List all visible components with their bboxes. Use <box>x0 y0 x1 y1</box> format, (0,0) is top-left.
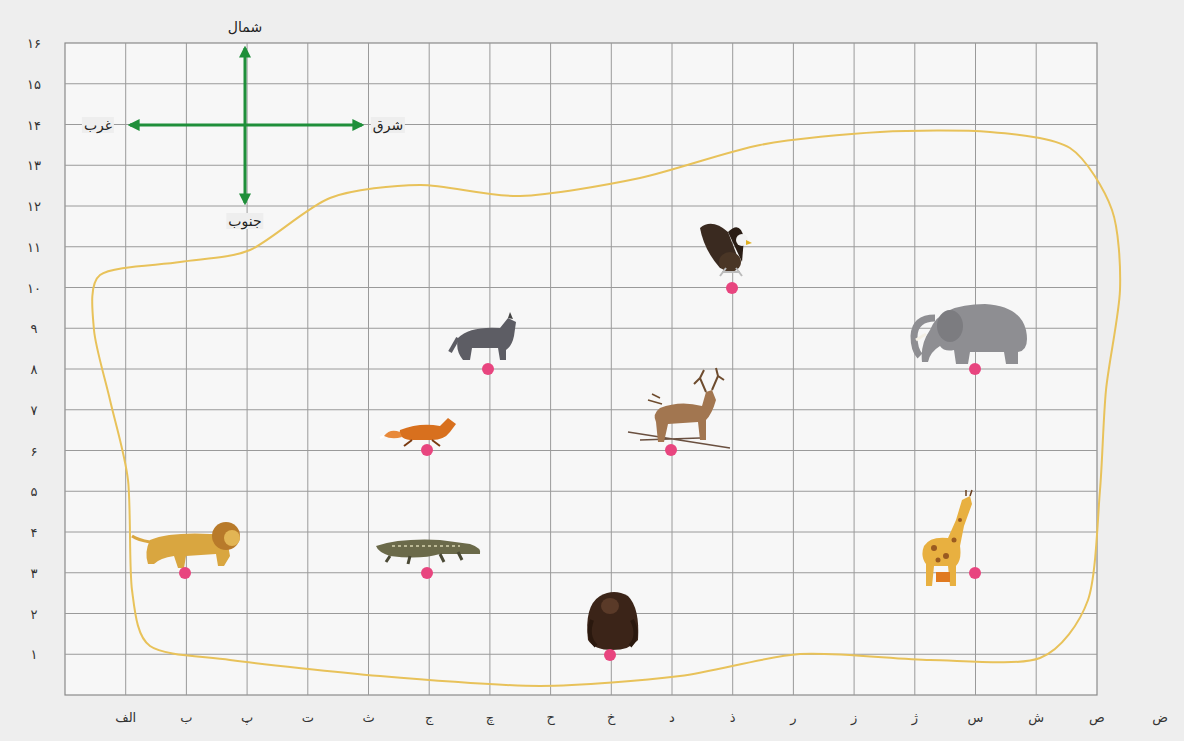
grid-frame <box>65 43 1097 695</box>
column-letter: ر <box>790 711 796 724</box>
grid-line <box>65 613 1097 614</box>
column-letter: پ <box>241 711 253 724</box>
row-number: ۱۲ <box>27 200 41 213</box>
grid-line <box>65 165 1097 166</box>
location-dots <box>179 282 981 661</box>
column-letter: س <box>968 711 984 724</box>
grid-line <box>65 491 1097 492</box>
crocodile-figure <box>376 540 480 564</box>
row-number: ۱ <box>31 648 38 661</box>
giraffe-figure <box>922 490 972 586</box>
row-number: ۱۴ <box>27 118 41 131</box>
gorilla-figure <box>587 592 638 650</box>
row-number: ۱۳ <box>27 159 41 172</box>
column-letter: د <box>669 711 675 724</box>
grid-line <box>65 369 1097 370</box>
grid-line <box>65 83 1097 84</box>
compass-rose <box>130 48 362 203</box>
row-number: ۷ <box>31 403 38 416</box>
row-number: ۲ <box>31 607 38 620</box>
row-number: ۹ <box>31 322 38 335</box>
column-letter: ص <box>1089 711 1105 724</box>
row-number: ۸ <box>31 363 38 376</box>
row-number: ۳ <box>31 566 38 579</box>
grid-line <box>65 246 1097 247</box>
grid-line <box>65 654 1097 655</box>
column-letter: الف <box>115 711 136 724</box>
row-number: ۱۵ <box>27 77 41 90</box>
grid-lines <box>65 43 1097 695</box>
row-number: ۴ <box>31 526 38 539</box>
column-letter: ب <box>180 711 192 724</box>
elephant-figure <box>914 304 1027 364</box>
compass-label: شرق <box>371 117 405 133</box>
column-letter: ز <box>851 711 857 724</box>
column-letter: ذ <box>730 711 736 724</box>
grid-line <box>65 206 1097 207</box>
row-number: ۱۰ <box>27 281 41 294</box>
column-letter: ش <box>1028 711 1044 724</box>
grid-line <box>65 409 1097 410</box>
wolf-figure <box>450 312 516 360</box>
column-letter: ث <box>362 711 374 724</box>
compass-label: جنوب <box>226 213 263 229</box>
compass-label: غرب <box>82 117 114 133</box>
column-letter: چ <box>486 711 494 724</box>
column-letter: ت <box>302 711 314 724</box>
eagle-figure <box>700 224 752 276</box>
grid-line <box>65 450 1097 451</box>
column-letter: خ <box>607 711 615 724</box>
row-number: ۱۶ <box>27 37 41 50</box>
fox-figure <box>380 418 456 446</box>
park-boundary <box>92 131 1120 686</box>
column-letter: ج <box>425 711 433 724</box>
column-letter: ژ <box>912 711 918 724</box>
row-number: ۱۱ <box>27 240 41 253</box>
grid-line <box>65 287 1097 288</box>
row-number: ۵ <box>31 485 38 498</box>
lion-figure <box>132 522 240 568</box>
deer-figure <box>628 368 730 448</box>
row-number: ۶ <box>31 444 38 457</box>
column-letter: ح <box>546 711 554 724</box>
compass-label: شمال <box>226 19 264 35</box>
grid-line <box>65 124 1097 125</box>
column-letter: ض <box>1152 711 1168 724</box>
